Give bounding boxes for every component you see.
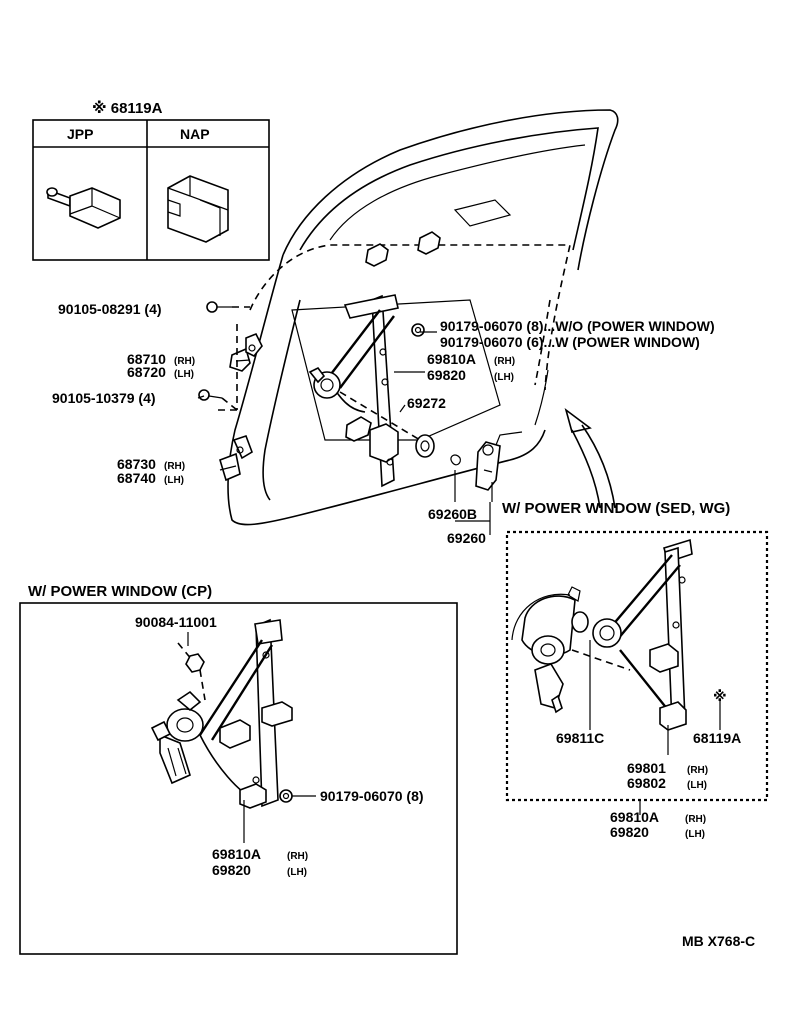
- label-hinge-upper-lh-side: (LH): [174, 369, 194, 380]
- washer-69272-icon: [415, 434, 435, 458]
- label-reg-lh-side: (LH): [494, 372, 514, 383]
- cp-regulator-drawing: [150, 618, 316, 843]
- label-reg-rh: 69810A: [427, 351, 476, 367]
- bolt-top-icon: [206, 301, 250, 313]
- label-hinge-lower-rh-side: (RH): [164, 461, 185, 472]
- fasteners: [198, 301, 501, 491]
- label-69260b: 69260B: [428, 506, 477, 522]
- sed-label-reg-lh-side: (LH): [685, 829, 705, 840]
- inset-68119a: ※ 68119A JPP NAP: [32, 99, 270, 261]
- cp-power-window-box: W/ POWER WINDOW (CP): [19, 583, 458, 955]
- label-reg-lh: 69820: [427, 367, 466, 383]
- label-nut-w: 90179-06070 (6)...W (POWER WINDOW): [440, 334, 700, 350]
- label-hinge-upper-rh-side: (RH): [174, 356, 195, 367]
- sed-label-clip: 68119A: [693, 730, 741, 746]
- inset-col-nap: NAP: [180, 126, 210, 142]
- label-69260: 69260: [447, 530, 486, 546]
- cp-label-reg-lh: 69820: [212, 862, 251, 878]
- door-assembly: [227, 109, 619, 526]
- cp-label-nut: 90179-06070 (8): [320, 788, 424, 804]
- label-hinge-lower-lh: 68740: [117, 470, 156, 486]
- cp-label-reg-rh-side: (RH): [287, 851, 308, 862]
- label-hinge-lower-lh-side: (LH): [164, 475, 184, 486]
- sed-label-sub-rh-side: (RH): [687, 765, 708, 776]
- nut-icon: [411, 323, 425, 337]
- sed-label-sub-lh: 69802: [627, 775, 666, 791]
- sed-label-reg-rh-side: (RH): [685, 814, 706, 825]
- sed-title: W/ POWER WINDOW (SED, WG): [502, 500, 730, 517]
- cp-label-bolt: 90084-11001: [135, 614, 217, 630]
- leader-lines: [197, 331, 616, 535]
- sed-label-sub-rh: 69801: [627, 760, 666, 776]
- cp-label-reg-rh: 69810A: [212, 846, 261, 862]
- sed-label-reg-lh: 69820: [610, 824, 649, 840]
- jpp-clip-drawing: [46, 187, 121, 229]
- main-labels: 90105-08291 (4) 68710 (RH) 68720 (LH) 90…: [52, 301, 715, 546]
- sed-label-sub-lh-side: (LH): [687, 780, 707, 791]
- label-reg-rh-side: (RH): [494, 356, 515, 367]
- label-69272: 69272: [407, 395, 446, 411]
- sed-label-reg-rh: 69810A: [610, 809, 659, 825]
- sed-label-star: ※: [713, 688, 727, 704]
- cp-label-reg-lh-side: (LH): [287, 867, 307, 878]
- label-nut-wo: 90179-06070 (8)...W/O (POWER WINDOW): [440, 318, 715, 334]
- inset-title: ※ 68119A: [92, 99, 163, 117]
- handle-clip-icon: [450, 454, 461, 466]
- sed-wg-power-window-box: W/ POWER WINDOW (SED, WG): [502, 500, 769, 840]
- sed-label-motor: 69811C: [556, 730, 604, 746]
- cp-frame: [19, 602, 458, 955]
- window-crank-handle-icon: [475, 441, 501, 491]
- label-hinge-upper-lh: 68720: [127, 364, 166, 380]
- label-hinge-upper-rh: 68710: [127, 351, 166, 367]
- label-hinge-lower-rh: 68730: [117, 456, 156, 472]
- inset-frame: [32, 119, 270, 261]
- cp-title: W/ POWER WINDOW (CP): [28, 583, 212, 600]
- nap-clip-drawing: [167, 175, 229, 243]
- diagram-code: MB X768-C: [682, 933, 755, 949]
- sed-regulator-drawing: [511, 538, 721, 755]
- bolt-mid-icon: [198, 389, 238, 411]
- label-bolt-mid: 90105-10379 (4): [52, 390, 156, 406]
- manual-window-regulator: [308, 294, 421, 488]
- inset-col-jpp: JPP: [67, 126, 93, 142]
- door-hinges: [218, 324, 263, 482]
- label-bolt-top: 90105-08291 (4): [58, 301, 162, 317]
